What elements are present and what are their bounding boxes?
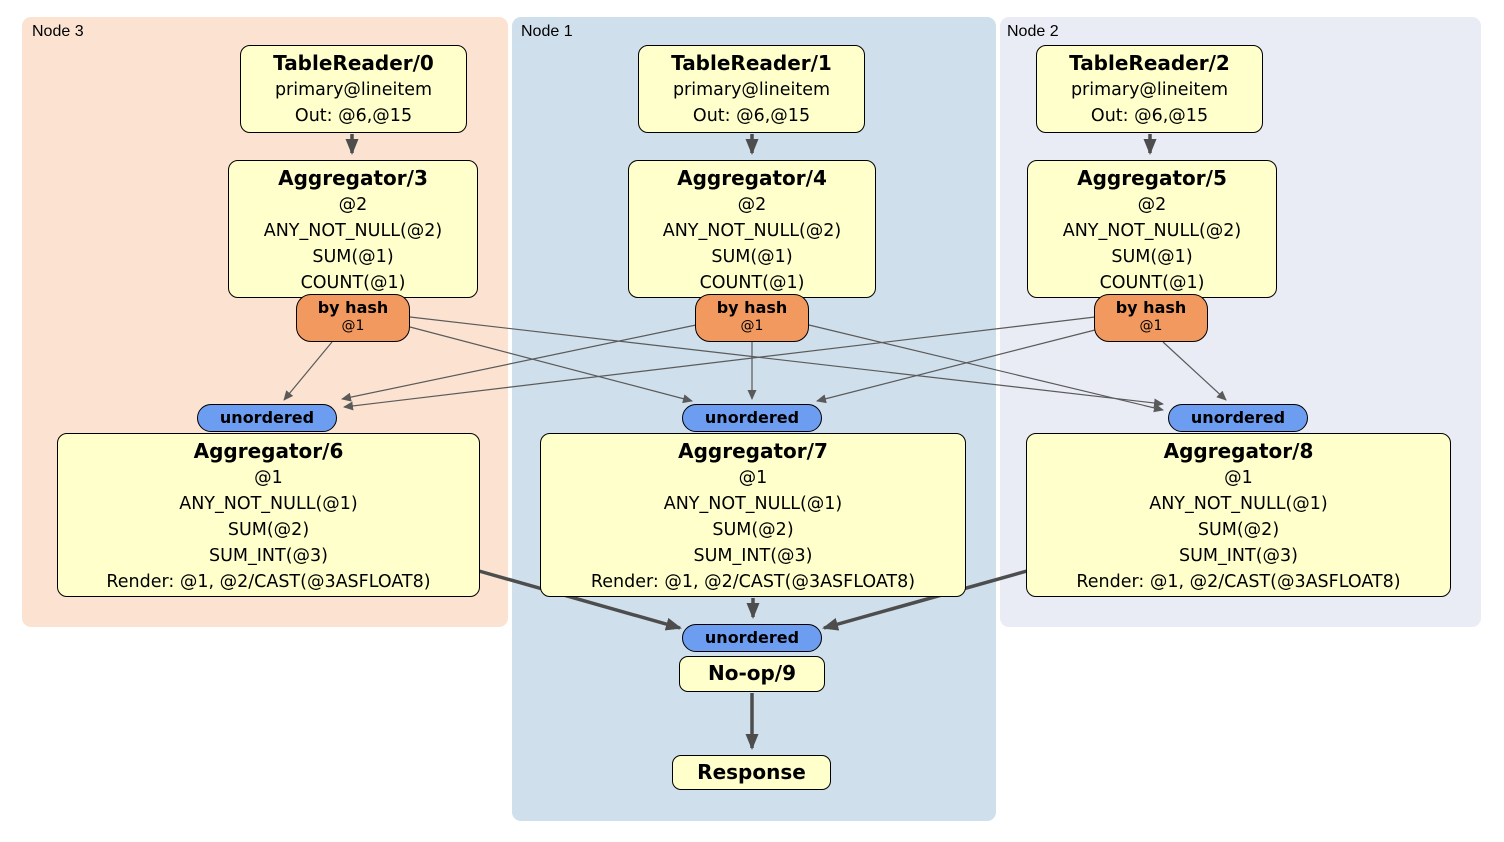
node-2-label: Node 2 xyxy=(1007,23,1059,40)
edge-router4-sync8 xyxy=(808,324,1164,413)
edge-router5-sync6 xyxy=(343,316,1096,411)
router-detail: @1 xyxy=(740,318,764,334)
node-1-label: Node 1 xyxy=(521,23,573,40)
edge-aggregator6-final-sync xyxy=(478,569,682,631)
processor-detail: SUM(@2) xyxy=(227,520,310,540)
processor-title: Aggregator/7 xyxy=(678,439,828,463)
processor-detail: Out: @6,@15 xyxy=(692,106,811,126)
processor-detail: @1 xyxy=(254,468,283,488)
processor-detail: @2 xyxy=(338,195,368,215)
node-3-label: Node 3 xyxy=(32,23,84,40)
router-by-hash-3: by hash @1 xyxy=(296,294,410,342)
sync-unordered-6: unordered xyxy=(197,404,337,432)
edge-aggregator8-final-sync xyxy=(822,569,1028,631)
processor-detail: Out: @6,@15 xyxy=(294,106,413,126)
router-label: by hash xyxy=(317,298,389,317)
processor-aggregator-5: Aggregator/5 @2 ANY_NOT_NULL(@2) SUM(@1)… xyxy=(1027,160,1277,298)
processor-detail: ANY_NOT_NULL(@1) xyxy=(179,494,358,514)
processor-detail: SUM(@1) xyxy=(1111,247,1193,267)
processor-title: Aggregator/6 xyxy=(193,439,344,463)
processor-title: Aggregator/8 xyxy=(1163,439,1314,463)
processor-title: TableReader/1 xyxy=(671,51,832,75)
processor-aggregator-8: Aggregator/8 @1 ANY_NOT_NULL(@1) SUM(@2)… xyxy=(1026,433,1451,597)
processor-detail: ANY_NOT_NULL(@2) xyxy=(662,221,842,241)
processor-detail: SUM(@2) xyxy=(712,520,794,540)
processor-detail: @1 xyxy=(1224,468,1253,488)
processor-detail: SUM(@1) xyxy=(711,247,793,267)
edge-router5-sync7 xyxy=(816,329,1096,404)
processor-detail: @1 xyxy=(738,468,768,488)
response-box: Response xyxy=(672,755,831,790)
processor-detail: @2 xyxy=(1137,195,1167,215)
processor-title: Aggregator/3 xyxy=(278,166,428,190)
processor-detail: ANY_NOT_NULL(@1) xyxy=(1149,494,1328,514)
processor-detail: ANY_NOT_NULL(@1) xyxy=(663,494,843,514)
sync-unordered-final: unordered xyxy=(682,624,822,652)
processor-aggregator-6: Aggregator/6 @1 ANY_NOT_NULL(@1) SUM(@2)… xyxy=(57,433,480,597)
processor-detail: SUM_INT(@3) xyxy=(1179,546,1298,566)
processor-title: TableReader/0 xyxy=(273,51,434,75)
processor-aggregator-4: Aggregator/4 @2 ANY_NOT_NULL(@2) SUM(@1)… xyxy=(628,160,876,298)
processor-title: Aggregator/4 xyxy=(677,166,827,190)
router-detail: @1 xyxy=(341,318,365,334)
sync-unordered-8: unordered xyxy=(1168,404,1308,432)
router-by-hash-4: by hash @1 xyxy=(695,294,809,342)
edge-router3-sync8 xyxy=(409,316,1164,408)
processor-detail: primary@lineitem xyxy=(1070,80,1229,100)
processor-detail: primary@lineitem xyxy=(274,80,433,100)
sync-unordered-7: unordered xyxy=(682,404,822,432)
processor-detail: primary@lineitem xyxy=(672,80,831,100)
router-label: by hash xyxy=(1115,298,1187,317)
processor-detail: COUNT(@1) xyxy=(300,273,406,293)
processor-detail: Render: @1, @2/CAST(@3ASFLOAT8) xyxy=(106,572,431,592)
processor-tablereader-1: TableReader/1 primary@lineitem Out: @6,@… xyxy=(638,45,865,133)
processor-aggregator-3: Aggregator/3 @2 ANY_NOT_NULL(@2) SUM(@1)… xyxy=(228,160,478,298)
processor-detail: Render: @1, @2/CAST(@3ASFLOAT8) xyxy=(1076,572,1401,592)
processor-detail: COUNT(@1) xyxy=(699,273,805,293)
processor-detail: ANY_NOT_NULL(@2) xyxy=(1062,221,1242,241)
processor-title: TableReader/2 xyxy=(1069,51,1230,75)
processor-detail: Out: @6,@15 xyxy=(1090,106,1209,126)
router-detail: @1 xyxy=(1139,318,1163,334)
processor-detail: Render: @1, @2/CAST(@3ASFLOAT8) xyxy=(590,572,916,592)
processor-tablereader-0: TableReader/0 primary@lineitem Out: @6,@… xyxy=(240,45,467,133)
processor-detail: @2 xyxy=(737,195,767,215)
processor-detail: SUM(@1) xyxy=(312,247,394,267)
router-by-hash-5: by hash @1 xyxy=(1094,294,1208,342)
processor-detail: SUM_INT(@3) xyxy=(209,546,328,566)
processor-tablereader-2: TableReader/2 primary@lineitem Out: @6,@… xyxy=(1036,45,1263,133)
processor-detail: SUM(@2) xyxy=(1197,520,1280,540)
processor-detail: COUNT(@1) xyxy=(1099,273,1205,293)
processor-noop-9: No-op/9 xyxy=(679,656,825,692)
edge-router4-sync6 xyxy=(341,324,697,402)
processor-aggregator-7: Aggregator/7 @1 ANY_NOT_NULL(@1) SUM(@2)… xyxy=(540,433,966,597)
processor-detail: SUM_INT(@3) xyxy=(693,546,813,566)
router-label: by hash xyxy=(716,298,788,317)
edge-router3-sync7 xyxy=(409,326,693,404)
processor-title: Aggregator/5 xyxy=(1077,166,1227,190)
processor-detail: ANY_NOT_NULL(@2) xyxy=(263,221,443,241)
edge-router5-sync8 xyxy=(1162,341,1227,401)
edge-router3-sync6 xyxy=(283,341,333,401)
